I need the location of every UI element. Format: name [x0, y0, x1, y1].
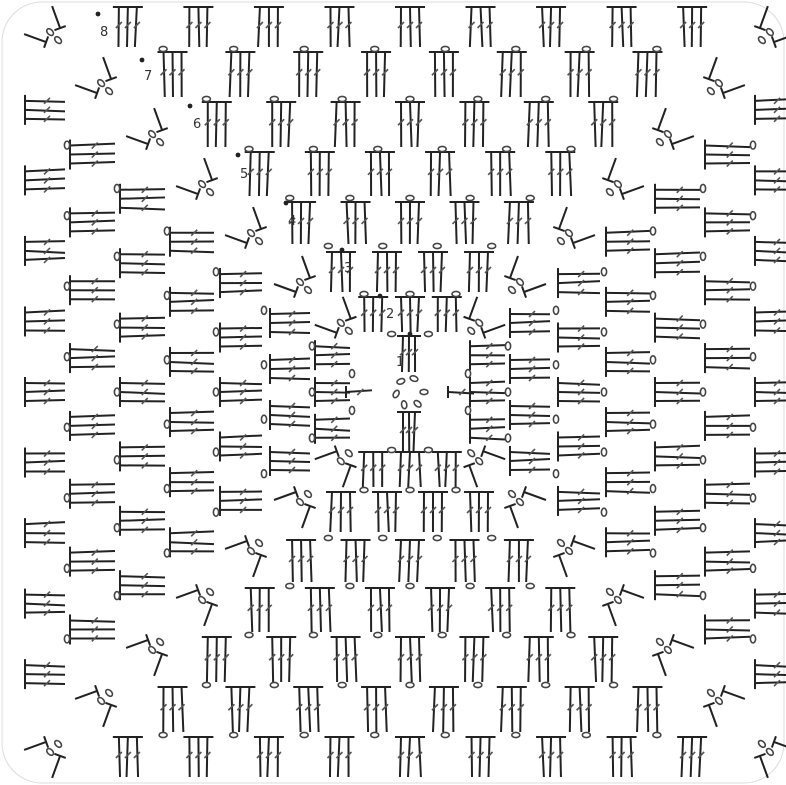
join-dot-r8: [96, 12, 101, 17]
round-label-5: 5: [240, 167, 248, 182]
round-label-8: 8: [100, 25, 108, 40]
join-dot-r4: [284, 201, 289, 206]
join-dot-r3: [340, 248, 345, 253]
join-dot-r7: [140, 58, 145, 63]
join-dot-r6: [188, 104, 193, 109]
round-label-7: 7: [144, 69, 152, 84]
round-label-1: 1: [396, 355, 404, 370]
round-label-2: 2: [386, 307, 394, 322]
join-dot-r5: [236, 153, 241, 158]
join-dot-r1: [408, 332, 413, 337]
join-dot-r2: [378, 294, 383, 299]
round-label-6: 6: [193, 117, 201, 132]
round-label-3: 3: [344, 261, 352, 276]
round-label-4: 4: [288, 214, 296, 229]
